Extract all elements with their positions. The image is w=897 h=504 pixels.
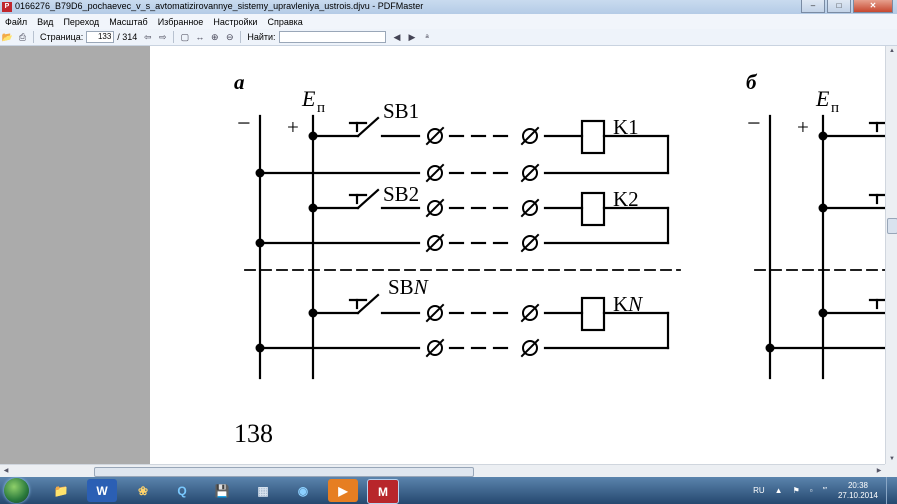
button-label-sb2: SB2 bbox=[383, 182, 419, 206]
clock-date: 27.10.2014 bbox=[837, 490, 878, 500]
menu-file[interactable]: Файл bbox=[5, 16, 28, 27]
page-number-text: 138 bbox=[234, 419, 273, 448]
minimize-button[interactable]: – bbox=[801, 0, 825, 13]
zoom-in-icon[interactable]: ⊕ bbox=[211, 31, 219, 42]
menu-favorites[interactable]: Избранное bbox=[157, 16, 204, 27]
maximize-button[interactable]: □ bbox=[827, 0, 851, 13]
relay-label-k1: K1 bbox=[613, 115, 639, 139]
toolbar-divider bbox=[240, 31, 242, 43]
menu-bar: Файл Вид Переход Масштаб Избранное Настр… bbox=[0, 14, 897, 29]
scroll-up-icon[interactable]: ▲ bbox=[889, 48, 895, 54]
figure-b-label: б bbox=[746, 70, 758, 94]
open-folder-icon[interactable]: 📂 bbox=[1, 31, 14, 42]
pdfmaster-taskbar-icon[interactable]: M bbox=[367, 479, 399, 504]
figure-a-label: а bbox=[234, 70, 245, 94]
clock[interactable]: 20:38 27.10.2014 bbox=[838, 481, 878, 501]
signal-icon[interactable]: ′″ bbox=[822, 486, 827, 495]
window-controls: – □ ✕ bbox=[799, 0, 893, 13]
menu-settings[interactable]: Настройки bbox=[213, 16, 258, 27]
page-total: / 314 bbox=[117, 32, 138, 42]
windows-explorer-icon[interactable]: 📁 bbox=[53, 483, 69, 498]
pdfmaster-icon[interactable]: P bbox=[2, 2, 12, 12]
scroll-left-icon[interactable]: ◀ bbox=[3, 468, 9, 474]
paint-icon[interactable]: ❀ bbox=[137, 483, 149, 498]
relay-label-k2: K2 bbox=[613, 187, 639, 211]
toolbar-divider bbox=[173, 31, 175, 43]
supply-sub-a: п bbox=[317, 100, 325, 116]
relay-label-kn: KN bbox=[613, 292, 643, 316]
vertical-scrollbar[interactable]: ▲ ▼ bbox=[885, 46, 897, 464]
toolbar: 📂 ⎙ Страница: 133 / 314 ⇦ ⇨ ▢ ↔ ⊕ ⊖ Найт… bbox=[0, 29, 897, 46]
back-arrow-icon[interactable]: ⇦ bbox=[144, 31, 152, 42]
plus-label-b: + bbox=[797, 115, 809, 139]
window-title: 0166276_B79D6_pochaevec_v_s_avtomatiziro… bbox=[15, 1, 424, 11]
fit-page-icon[interactable]: ▢ bbox=[180, 31, 190, 42]
word-icon[interactable]: W bbox=[87, 479, 117, 502]
scroll-right-icon[interactable]: ▶ bbox=[876, 468, 882, 474]
document-page: а E п − + SB1 K1 SB2 K2 SBN KN б E п − +… bbox=[150, 46, 885, 464]
start-button[interactable] bbox=[4, 478, 29, 503]
find-next-icon[interactable]: ▶ bbox=[408, 31, 416, 42]
language-indicator[interactable]: RU bbox=[753, 486, 765, 495]
find-label: Найти: bbox=[247, 32, 276, 42]
button-label-sbn: SBN bbox=[388, 275, 429, 299]
vertical-scroll-thumb[interactable] bbox=[887, 218, 897, 234]
plus-label-a: + bbox=[287, 115, 299, 139]
zoom-out-icon[interactable]: ⊖ bbox=[226, 31, 234, 42]
media-icon[interactable]: ◉ bbox=[297, 483, 309, 498]
search-icon[interactable]: Q bbox=[177, 483, 187, 498]
find-prev-icon[interactable]: ◀ bbox=[393, 31, 401, 42]
scrollbar-corner bbox=[885, 464, 897, 477]
menu-help[interactable]: Справка bbox=[267, 16, 303, 27]
document-viewer[interactable]: а E п − + SB1 K1 SB2 K2 SBN KN б E п − +… bbox=[0, 46, 885, 464]
player-icon[interactable]: ▶ bbox=[328, 479, 358, 502]
network-icon[interactable]: ▫ bbox=[809, 486, 813, 495]
system-tray: RU ▲ ⚑ ▫ ′″ 20:38 27.10.2014 bbox=[748, 477, 897, 504]
page-number-input[interactable]: 133 bbox=[86, 31, 115, 43]
clock-time: 20:38 bbox=[847, 480, 868, 490]
close-button[interactable]: ✕ bbox=[853, 0, 893, 13]
show-desktop-button[interactable] bbox=[886, 477, 897, 504]
title-bar: P 0166276_B79D6_pochaevec_v_s_avtomatizi… bbox=[0, 0, 897, 14]
menu-zoom[interactable]: Масштаб bbox=[109, 16, 148, 27]
supply-label-b: E bbox=[815, 86, 830, 111]
forward-arrow-icon[interactable]: ⇨ bbox=[159, 31, 167, 42]
circuit-diagram: а E п − + SB1 K1 SB2 K2 SBN KN б E п − + bbox=[234, 70, 885, 380]
find-input[interactable] bbox=[278, 31, 386, 43]
calculator-icon[interactable]: ▦ bbox=[257, 483, 269, 498]
page-label: Страница: bbox=[40, 32, 84, 42]
scroll-down-icon[interactable]: ▼ bbox=[889, 456, 895, 462]
menu-go[interactable]: Переход bbox=[63, 16, 100, 27]
horizontal-scrollbar[interactable]: ◀ ▶ bbox=[0, 464, 885, 478]
flag-icon[interactable]: ⚑ bbox=[792, 486, 800, 495]
save-icon[interactable]: 💾 bbox=[214, 483, 230, 498]
supply-sub-b: п bbox=[831, 100, 839, 116]
match-case-icon[interactable]: ᵃ bbox=[425, 32, 429, 42]
toolbar-divider bbox=[33, 31, 34, 43]
minus-label-a: − bbox=[237, 111, 251, 137]
button-label-sb1: SB1 bbox=[383, 99, 419, 123]
minus-label-b: − bbox=[747, 111, 761, 137]
tray-arrow-icon[interactable]: ▲ bbox=[774, 486, 783, 495]
fit-width-icon[interactable]: ↔ bbox=[195, 32, 205, 42]
taskbar: 📁 W ❀ Q 💾 ▦ ◉ ▶ M RU ▲ ⚑ ▫ ′″ 20:38 27.1… bbox=[0, 477, 897, 504]
horizontal-scroll-thumb[interactable] bbox=[94, 467, 474, 477]
supply-label-a: E bbox=[301, 86, 316, 111]
menu-view[interactable]: Вид bbox=[37, 16, 54, 27]
print-icon[interactable]: ⎙ bbox=[18, 31, 27, 42]
